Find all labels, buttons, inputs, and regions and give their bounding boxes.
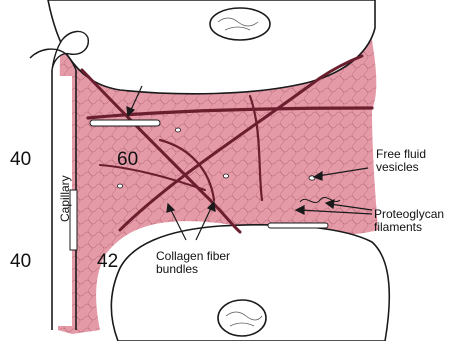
vesicle-right — [268, 223, 328, 228]
pressure-left-lower: 40 — [10, 252, 31, 271]
pressure-interstitial-lower: 42 — [97, 252, 118, 271]
proteoglycan-label-line2: filaments — [374, 221, 444, 234]
pressure-left-upper: 40 — [10, 150, 31, 169]
capillary-label: Capillary — [58, 175, 72, 222]
collagen-label: Collagen fiber bundles — [156, 250, 230, 276]
vesicle-top — [90, 120, 160, 126]
proteoglycan-label: Proteoglycan filaments — [374, 208, 444, 234]
pressure-interstitial-upper: 60 — [117, 150, 138, 169]
free-fluid-label: Free fluid vesicles — [376, 148, 426, 174]
upper-nucleus — [210, 8, 270, 40]
lower-nucleus — [218, 300, 266, 336]
free-fluid-label-line2: vesicles — [376, 161, 426, 174]
collagen-label-line2: bundles — [156, 263, 230, 276]
